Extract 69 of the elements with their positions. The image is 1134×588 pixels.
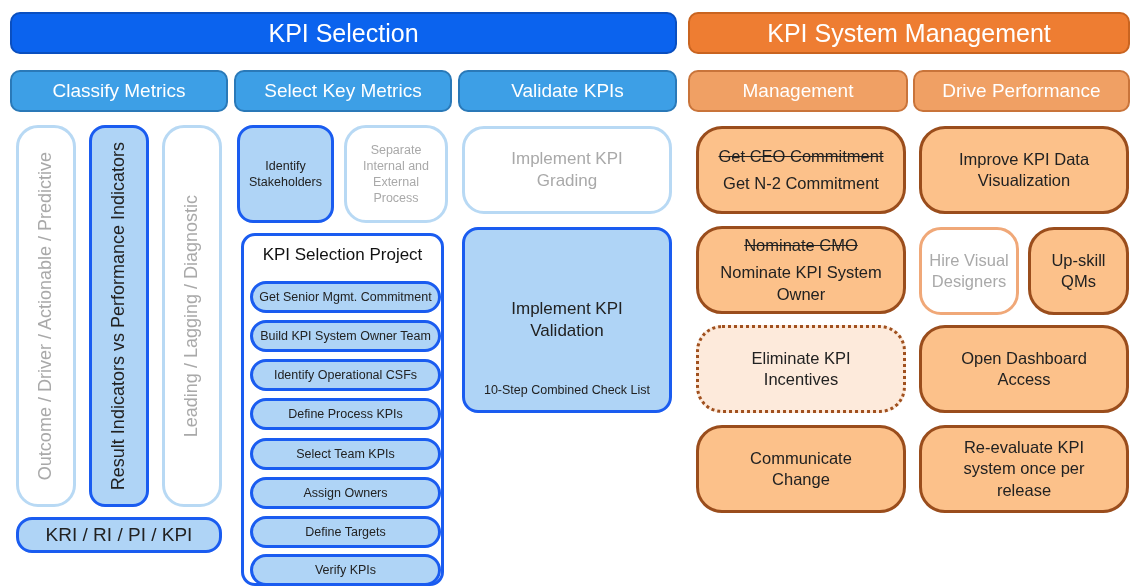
box-label: KPI Selection Project	[262, 244, 423, 266]
process-box	[696, 425, 906, 513]
header-text: Validate KPIs	[511, 78, 624, 103]
process-box	[250, 281, 441, 313]
box-label: Assign Owners	[303, 484, 388, 502]
box-label: Hire Visual Designers	[928, 249, 1010, 292]
process-box	[250, 359, 441, 391]
box-label: Leading / Lagging / Diagnostic	[180, 194, 203, 438]
inactive-box	[344, 125, 448, 223]
note-text: 10-Step Combined Check List	[482, 381, 652, 398]
struck-label: Nominate CMO	[743, 234, 859, 256]
box-label: Implement KPI Validation	[510, 297, 624, 342]
process-box	[919, 425, 1129, 513]
process-box	[250, 438, 441, 470]
box-label: Get N-2 Commitment	[722, 173, 880, 194]
header-text: KPI Selection	[268, 17, 419, 49]
header-text: KPI System Management	[767, 17, 1051, 49]
process-box	[250, 398, 441, 430]
process-box	[919, 126, 1129, 214]
section-header	[688, 12, 1130, 54]
column-header	[688, 70, 908, 112]
box-label: Communicate Change	[749, 447, 853, 490]
header-text: Management	[742, 78, 854, 103]
box-label: KRI / RI / PI / KPI	[45, 522, 193, 547]
process-box	[696, 126, 906, 214]
column-header	[10, 70, 228, 112]
box-label: Implement KPI Grading	[510, 147, 624, 192]
box-label: Define Process KPIs	[288, 405, 403, 423]
inactive-box	[16, 125, 76, 507]
header-text: Classify Metrics	[52, 78, 186, 103]
section-header	[10, 12, 677, 54]
process-box	[1028, 227, 1129, 315]
process-box	[696, 226, 906, 314]
column-header	[234, 70, 452, 112]
header-text: Select Key Metrics	[264, 78, 422, 103]
process-box	[250, 516, 441, 548]
box-label: Result Indicators vs Performance Indicators	[107, 141, 130, 491]
group-container	[241, 233, 444, 586]
process-box	[250, 554, 441, 586]
inactive-box	[919, 227, 1019, 315]
process-box	[462, 227, 672, 413]
box-label: Separate Internal and External Process	[362, 141, 430, 207]
box-label: Up-skill QMs	[1050, 249, 1107, 292]
process-box	[237, 125, 334, 223]
box-label: Verify KPIs	[314, 561, 377, 579]
box-label: Improve KPI Data Visualization	[957, 148, 1091, 191]
box-label: Define Targets	[305, 523, 386, 541]
process-box	[250, 477, 441, 509]
column-header	[913, 70, 1130, 112]
column-header	[458, 70, 677, 112]
box-label: Identify Operational CSFs	[273, 366, 418, 384]
process-box	[16, 517, 222, 553]
header-text: Drive Performance	[942, 78, 1101, 103]
box-label: Re-evaluate KPI system once per release	[962, 436, 1086, 501]
box-label: Open Dashboard Access	[960, 347, 1088, 390]
inactive-box	[462, 126, 672, 214]
box-label: Build KPI System Owner Team	[260, 327, 431, 345]
proposed-box	[696, 325, 906, 413]
inactive-box	[162, 125, 222, 507]
process-box	[919, 325, 1129, 413]
box-label: Select Team KPIs	[296, 445, 395, 463]
process-box	[250, 320, 441, 352]
process-box	[89, 125, 149, 507]
box-label: Outcome / Driver / Actionable / Predictive	[34, 151, 57, 481]
box-label: Identify Stakeholders	[248, 157, 323, 191]
box-label: Get Senior Mgmt. Commitment	[259, 288, 432, 306]
box-label: Nominate KPI System Owner	[719, 262, 883, 305]
box-label: Eliminate KPI Incentives	[750, 347, 852, 390]
struck-label: Get CEO Commitment	[717, 145, 885, 167]
